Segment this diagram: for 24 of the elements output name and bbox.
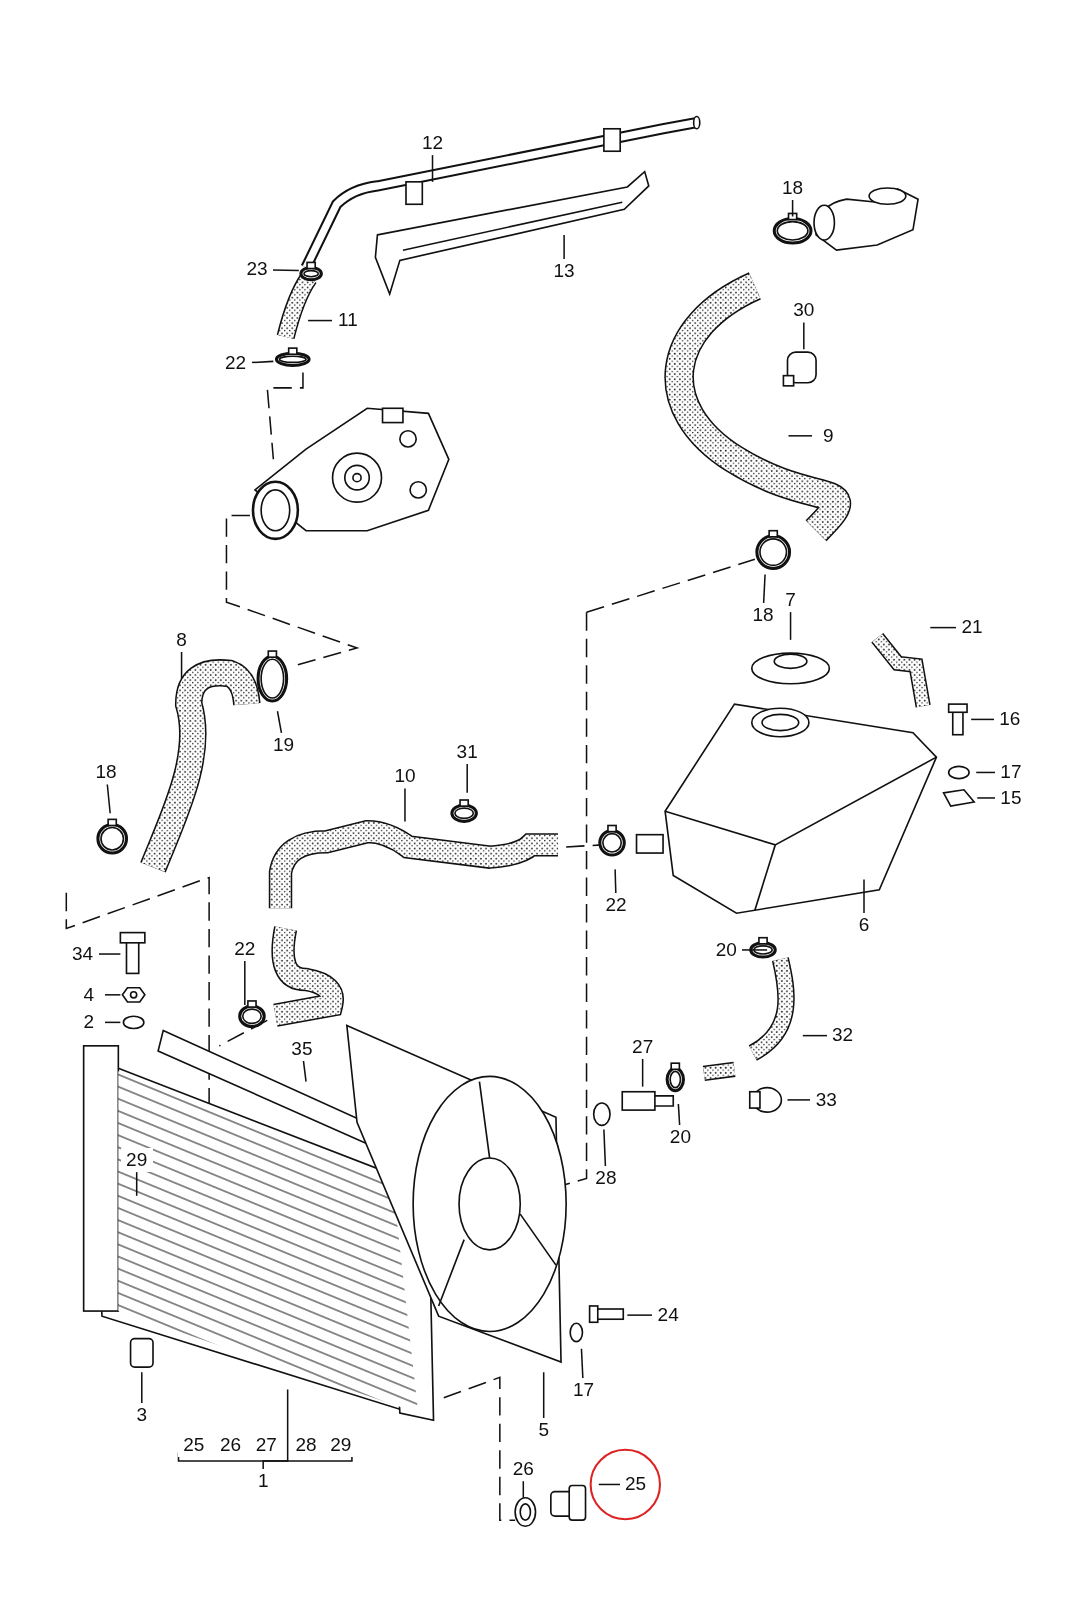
leader-line <box>626 1314 654 1316</box>
leader-line <box>135 1171 138 1197</box>
leader-line <box>141 1371 143 1404</box>
leader-line <box>276 710 283 734</box>
leader-line <box>614 868 617 894</box>
leader-line <box>180 651 183 680</box>
leader-line <box>803 321 805 350</box>
leader-line <box>929 626 958 629</box>
leader-line <box>542 1371 545 1420</box>
leader-line <box>431 154 434 183</box>
leader-line <box>563 234 565 261</box>
leader-line <box>603 1128 607 1168</box>
leader-line <box>106 783 111 815</box>
leader-line <box>580 1348 584 1380</box>
leader-line <box>302 1060 307 1083</box>
leader-line <box>404 787 406 823</box>
leader-line <box>466 763 468 794</box>
leader-line <box>262 1388 289 1471</box>
leader-line <box>863 878 865 915</box>
leader-line <box>762 573 766 605</box>
leader-line <box>677 1103 681 1127</box>
leader-line <box>641 1058 644 1088</box>
leader-line <box>789 611 792 641</box>
leader-line <box>244 960 246 1006</box>
